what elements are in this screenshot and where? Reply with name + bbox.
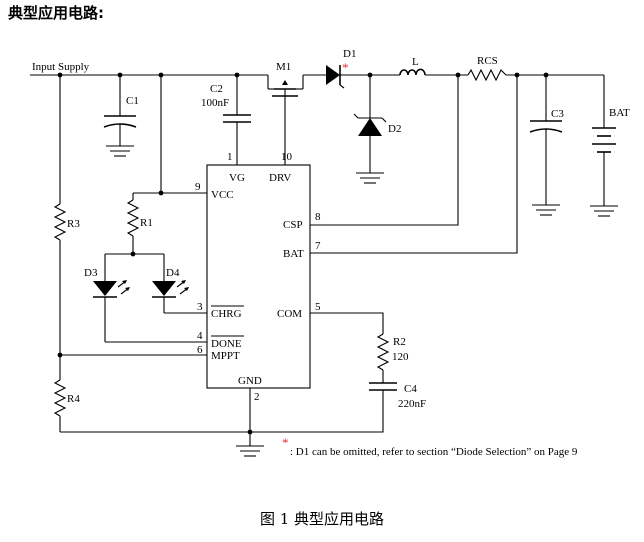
led-d3 [93, 254, 130, 342]
d3-label: D3 [84, 267, 98, 279]
c1-label: C1 [126, 95, 139, 107]
r1-label: R1 [140, 217, 153, 229]
battery-bat [590, 75, 618, 217]
r2-value: 120 [392, 351, 409, 363]
footnote-asterisk: * [282, 435, 289, 450]
m1-label: M1 [276, 61, 291, 73]
inductor-l [399, 68, 426, 76]
resistor-r3 [53, 75, 67, 355]
pin-1-number: 1 [227, 151, 233, 163]
c4-value: 220nF [398, 398, 426, 410]
capacitor-c1 [103, 75, 137, 157]
pin-3-number: 3 [197, 301, 203, 313]
r3-label: R3 [67, 218, 80, 230]
bat-sense-wire [310, 75, 518, 254]
ground-main [236, 388, 264, 457]
r4-label: R4 [67, 393, 80, 405]
pin-vg: VG [229, 172, 245, 184]
d1-label: D1 [343, 48, 356, 60]
c2-label: C2 [210, 83, 223, 95]
c3-label: C3 [551, 108, 564, 120]
resistor-r4 [53, 355, 67, 432]
pin-2-number: 2 [254, 391, 260, 403]
bat-label: BAT [609, 107, 630, 119]
input-supply-label: Input Supply [32, 61, 90, 73]
resistor-r1 [126, 193, 140, 254]
capacitor-c4 [60, 382, 397, 433]
diode-d1 [326, 65, 345, 89]
pin-drv: DRV [269, 172, 291, 184]
pin-gnd: GND [238, 375, 262, 387]
pin-done: DONE [211, 338, 242, 350]
page-heading: 典型应用电路: [8, 4, 104, 22]
ic-body [206, 164, 311, 389]
inductor-label: L [412, 56, 419, 68]
pin-csp: CSP [283, 219, 303, 231]
d1-asterisk: * [342, 60, 349, 75]
r2-label: R2 [393, 336, 406, 348]
pin-6-number: 6 [197, 344, 203, 356]
pin-7-number: 7 [315, 240, 321, 252]
pin-10-number: 10 [281, 151, 293, 163]
c2-value: 100nF [201, 97, 229, 109]
pin-4-number: 4 [197, 330, 203, 342]
pin-chrg: CHRG [211, 308, 242, 320]
footnote-text: : D1 can be omitted, refer to section “D… [290, 446, 578, 458]
led-d4 [152, 254, 189, 313]
pin-5-number: 5 [315, 301, 321, 313]
capacitor-c3 [529, 75, 563, 216]
rcs-label: RCS [477, 55, 498, 67]
pin-vcc: VCC [211, 189, 234, 201]
resistor-r2 [310, 312, 390, 383]
csp-wire [310, 75, 459, 226]
diode-d2 [353, 75, 387, 184]
resistor-rcs [467, 68, 507, 82]
pin-8-number: 8 [315, 211, 321, 223]
mosfet-m1 [267, 75, 304, 165]
pin-mppt: MPPT [211, 350, 240, 362]
d4-label: D4 [166, 267, 180, 279]
pin-com: COM [277, 308, 302, 320]
c4-label: C4 [404, 383, 417, 395]
pin-bat: BAT [283, 248, 304, 260]
figure-caption: 图 1 典型应用电路 [259, 510, 385, 528]
pin-9-number: 9 [195, 181, 201, 193]
d2-label: D2 [388, 123, 401, 135]
capacitor-c2 [223, 75, 251, 165]
